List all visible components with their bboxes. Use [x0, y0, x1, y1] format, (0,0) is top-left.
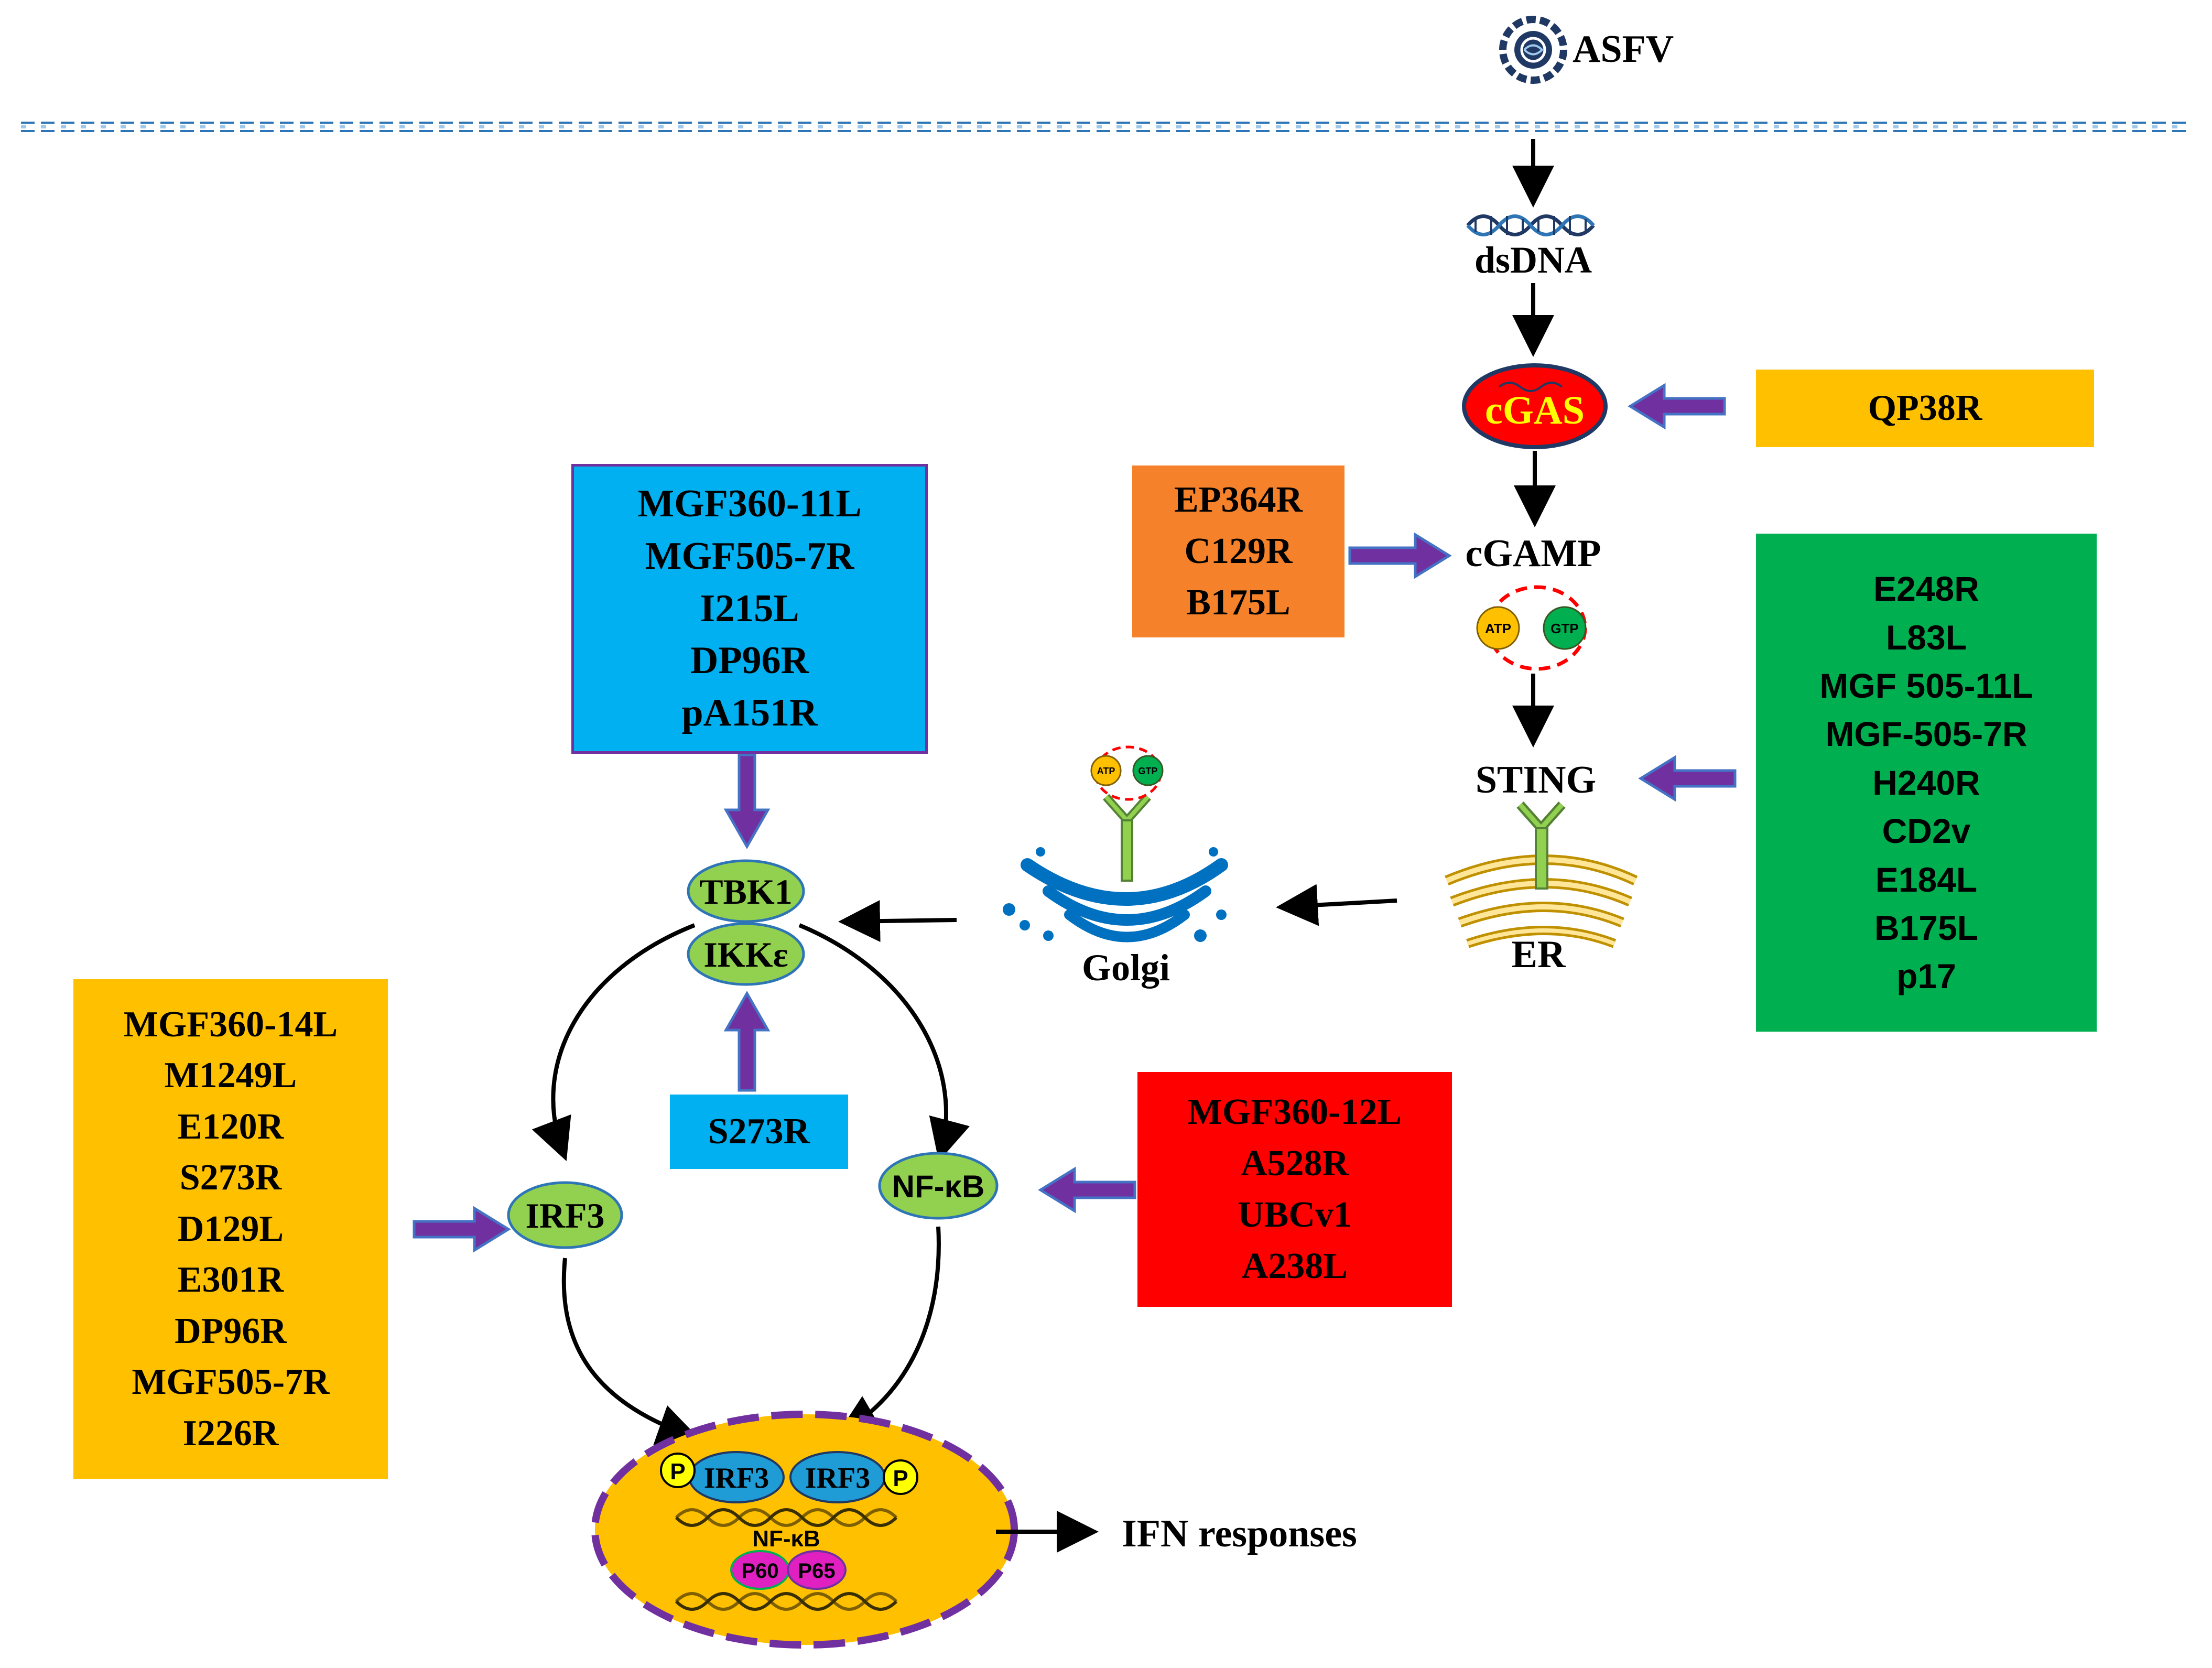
arrow-tbk1-to-irf3: [532, 923, 696, 1161]
arrow-irf3-to-nucleus: [561, 1258, 700, 1445]
nfkb-label: NF-κB: [892, 1169, 985, 1204]
golgi-label: Golgi: [1082, 947, 1170, 989]
inhibitor-tbk1-group-item: DP96R: [690, 639, 809, 683]
inhibitor-sting-group-item: p17: [1896, 957, 1956, 996]
cgas-label: cGAS: [1485, 388, 1585, 432]
arrow-er-to-golgi: [1276, 884, 1397, 926]
inhibitor-box-irf3-group: MGF360-14L M1249L E120R S273R D129L E301R DP96…: [73, 979, 388, 1479]
golgi-sting-receptor-icon: [1090, 745, 1164, 882]
inhibitor-box-tbk1-group: MGF360-11L MGF505-7R I215L DP96R pA151R: [571, 464, 928, 754]
irf3-node: [507, 1181, 623, 1249]
irf3-label: IRF3: [525, 1196, 604, 1236]
inhibitor-irf3-group-item: MGF505-7R: [132, 1362, 330, 1403]
inhibitor-irf3-group-item: S273R: [179, 1157, 282, 1198]
golgi-atp-label: ATP: [1097, 766, 1115, 776]
inhibitor-nfkb-group-item: MGF360-12L: [1187, 1092, 1402, 1132]
ikke-node: [687, 922, 805, 986]
nucleus-dna-lower-icon: [675, 1592, 898, 1611]
nucleus-irf3-left-label: IRF3: [704, 1462, 769, 1494]
p60-label: P60: [741, 1559, 778, 1583]
dsdna-label: dsDNA: [1474, 239, 1592, 281]
golgi-icon: [1003, 847, 1228, 943]
inhibitor-box-ep364r: EP364R C129R B175L: [1132, 465, 1344, 637]
inhibitor-nfkb-group-item: A528R: [1240, 1143, 1349, 1184]
nfkb-node: [878, 1152, 999, 1220]
phosphate-left-label: P: [670, 1459, 685, 1485]
atp-gtp-pair-icon: [1476, 585, 1587, 671]
asfv-virus-icon: [1499, 16, 1567, 84]
arrow-golgi-to-tbk1: [838, 900, 957, 943]
nucleus-nfkb-label: NF-κB: [752, 1526, 820, 1552]
inhibit-arrow-s273r: [723, 990, 771, 1092]
inhibitor-box-qp38r: QP38R: [1756, 370, 2094, 447]
inhibit-arrow-ep364r: [1348, 532, 1452, 579]
inhibitor-ep364r-item: B175L: [1186, 582, 1291, 623]
ifn-responses-label: IFN responses: [1122, 1512, 1357, 1555]
inhibitor-qp38r-item: QP38R: [1868, 388, 1982, 428]
inhibitor-sting-group-item: L83L: [1885, 618, 1967, 657]
inhibitor-irf3-group-item: E120R: [177, 1106, 284, 1147]
er-label: ER: [1512, 933, 1566, 976]
inhibitor-tbk1-group-item: MGF505-7R: [645, 534, 854, 578]
inhibitor-nfkb-group-item: A238L: [1241, 1246, 1348, 1286]
golgi-gtp-label: GTP: [1138, 766, 1157, 776]
inhibitor-irf3-group-item: MGF360-14L: [123, 1004, 338, 1045]
inhibitor-tbk1-group-item: pA151R: [681, 691, 818, 735]
inhibitor-sting-group-item: MGF 505-11L: [1819, 666, 2033, 706]
ikke-label: IKKε: [703, 935, 788, 974]
inhibitor-irf3-group-item: E301R: [177, 1260, 284, 1301]
sting-label: STING: [1476, 759, 1596, 801]
p65-label: P65: [798, 1559, 835, 1583]
inhibitor-irf3-group-item: I226R: [182, 1413, 279, 1454]
inhibitor-tbk1-group-item: I215L: [700, 587, 799, 630]
tbk1-node: [687, 859, 805, 923]
inhibitor-irf3-group-item: D129L: [177, 1208, 284, 1249]
gtp-label: GTP: [1550, 621, 1578, 636]
inhibitor-irf3-group-item: DP96R: [175, 1310, 287, 1351]
cgas-node: [1462, 363, 1608, 449]
inhibitor-s273r-item: S273R: [708, 1111, 810, 1152]
inhibitor-tbk1-group-item: MGF360-11L: [637, 482, 862, 525]
asfv-label: ASFV: [1573, 28, 1674, 71]
inhibit-arrow-nfkb-group: [1038, 1166, 1136, 1214]
sting-receptor-icon: [1516, 801, 1566, 890]
phosphate-left-icon: [660, 1453, 696, 1488]
inhibitor-sting-group-item: CD2v: [1882, 811, 1971, 851]
phosphate-right-label: P: [893, 1466, 908, 1491]
inhibitor-nfkb-group-item: UBCv1: [1238, 1195, 1352, 1235]
cgamp-label: cGAMP: [1466, 532, 1601, 575]
nucleus-irf3-right-label: IRF3: [805, 1462, 870, 1494]
arrow-nfkb-to-nucleus: [837, 1226, 941, 1436]
dsdna-icon: [1466, 214, 1595, 236]
tbk1-label: TBK1: [699, 872, 793, 912]
inhibitor-sting-group-item: MGF-505-7R: [1825, 714, 2027, 754]
phosphate-right-icon: [883, 1459, 918, 1495]
inhibitor-ep364r-item: EP364R: [1174, 480, 1303, 520]
inhibitor-irf3-group-item: M1249L: [164, 1055, 297, 1096]
inhibitor-ep364r-item: C129R: [1184, 531, 1293, 571]
nucleus-dna-upper-icon: [675, 1508, 898, 1527]
p65-node: [787, 1550, 847, 1590]
atp-label: ATP: [1485, 621, 1511, 636]
inhibit-arrow-sting: [1638, 755, 1737, 802]
inhibit-arrow-irf3-group: [413, 1206, 511, 1253]
inhibitor-sting-group-item: E248R: [1873, 569, 1979, 609]
inhibitor-sting-group-item: E184L: [1875, 860, 1978, 899]
arrow-tbk1-to-nfkb: [798, 923, 970, 1162]
inhibit-arrow-qp38r: [1628, 383, 1726, 430]
cell-membrane: [21, 122, 2191, 132]
inhibitor-box-s273r: S273R: [670, 1095, 848, 1169]
inhibitor-sting-group-item: B175L: [1874, 908, 1979, 947]
inhibitor-sting-group-item: H240R: [1872, 763, 1980, 802]
inhibit-arrow-tbk1-group: [723, 753, 771, 850]
